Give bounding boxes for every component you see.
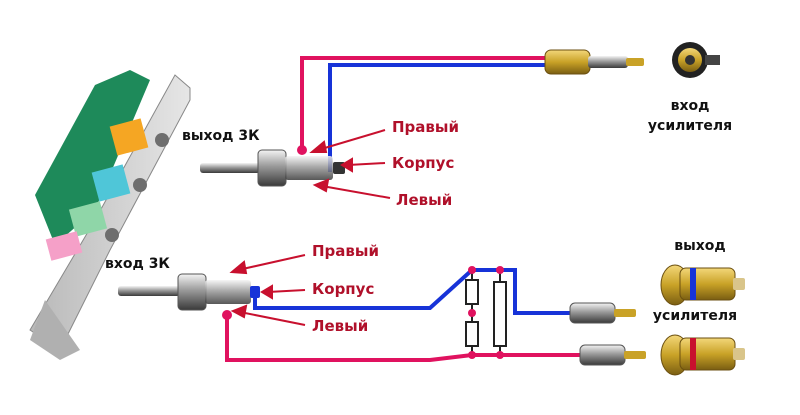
resistor-r1	[465, 279, 479, 305]
speaker-terminal-top	[660, 264, 745, 306]
label-top-ground: Корпус	[392, 154, 454, 172]
bottom-jack-plug	[118, 273, 260, 311]
resistor-r2	[465, 321, 479, 347]
label-amp-out-line1: выход	[674, 238, 725, 254]
arrow-top-right	[317, 129, 386, 151]
arrow-top-ground	[347, 162, 386, 166]
top-jack-plug	[200, 149, 345, 187]
label-in-3k: вход 3К	[105, 256, 170, 272]
banana-plug-top	[569, 302, 636, 324]
arrow-bottom-ground	[267, 289, 306, 293]
jack-port-pink	[45, 231, 83, 261]
label-bottom-ground: Корпус	[312, 280, 374, 298]
label-bottom-right: Правый	[312, 242, 379, 260]
label-top-right: Правый	[392, 118, 459, 136]
sound-card	[29, 70, 191, 360]
rca-socket	[672, 42, 720, 78]
arrows-top	[309, 129, 391, 199]
bottom-solder-left	[222, 310, 232, 320]
resistor-r3	[493, 281, 507, 347]
label-bottom-left: Левый	[312, 317, 368, 335]
sound-card-pcb	[35, 70, 150, 245]
wire-top-red	[300, 56, 560, 150]
arrow-bottom-right	[237, 254, 306, 271]
wire-bottom-red	[225, 315, 580, 362]
arrow-bottom-left	[239, 311, 306, 326]
resistor-network	[465, 266, 507, 359]
rca-plug	[544, 49, 644, 75]
top-solder-right	[297, 145, 307, 155]
speaker-terminal-bottom	[660, 334, 745, 376]
jack-port-orange	[109, 118, 149, 156]
arrow-top-left	[321, 185, 391, 199]
label-amp-out-line2: усилителя	[653, 308, 737, 324]
arrows-bottom	[229, 254, 306, 326]
label-amp-in-line2: усилителя	[648, 118, 732, 134]
jack-port-green	[68, 201, 108, 237]
label-amp-in-line1: вход	[671, 98, 710, 114]
banana-plug-bottom	[579, 344, 646, 366]
label-out-3k: выход 3К	[182, 128, 260, 144]
wire-bottom-blue	[253, 268, 575, 315]
jack-port-cyan	[91, 164, 131, 202]
label-top-left: Левый	[396, 191, 452, 209]
wire-top-blue	[328, 63, 560, 172]
